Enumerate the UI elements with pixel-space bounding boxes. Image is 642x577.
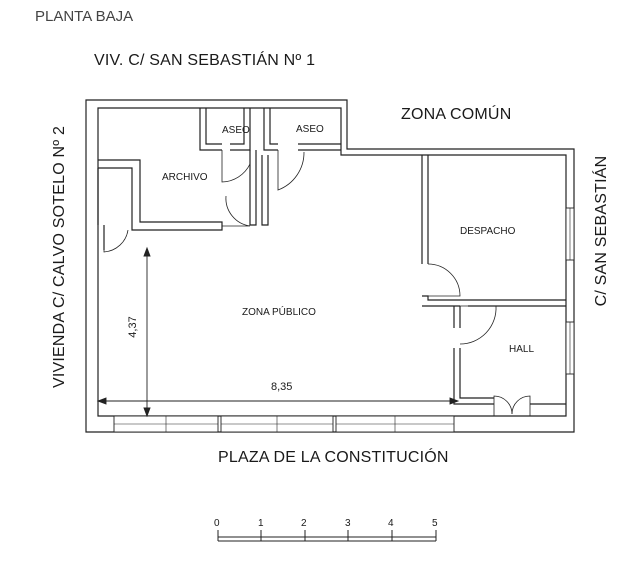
scale-tick-1: 1 [258, 518, 264, 529]
wall-center-post [249, 150, 257, 226]
scale-bar [217, 530, 437, 542]
door-swing-entrance-right [511, 395, 531, 416]
scale-tick-3: 3 [345, 518, 351, 529]
outer-wall-inner [97, 107, 567, 417]
scale-tick-5: 5 [432, 518, 438, 529]
wall-aseo-2-inner [269, 108, 341, 145]
room-label-despacho: DESPACHO [460, 226, 516, 237]
door-swing-entrance-left [493, 395, 513, 416]
wall-hall [453, 306, 494, 405]
scale-tick-2: 2 [301, 518, 307, 529]
dimension-width: 8,35 [271, 381, 293, 393]
outer-wall-outer [85, 99, 575, 433]
scale-tick-4: 4 [388, 518, 394, 529]
neighbor-label-top: VIV. C/ SAN SEBASTIÁN Nº 1 [94, 52, 316, 69]
scale-tick-0: 0 [214, 518, 220, 529]
wall-center-post-2 [261, 155, 269, 226]
sheet-title: PLANTA BAJA [35, 8, 134, 25]
wall-aseo-1-inner [205, 108, 245, 145]
door-swing-archivo [222, 195, 251, 227]
room-label-archivo: ARCHIVO [162, 172, 208, 183]
wall-aseo-2 [263, 108, 341, 151]
neighbor-label-zona-comun: ZONA COMÚN [401, 106, 512, 123]
wall-archivo [98, 159, 223, 231]
room-label-zona-publico: ZONA PÚBLICO [242, 307, 316, 318]
door-swing-left [103, 225, 129, 253]
room-label-aseo-2: ASEO [296, 124, 324, 135]
wall-left-closet [97, 168, 105, 250]
door-swing-despacho [427, 263, 461, 297]
neighbor-label-bottom: PLAZA DE LA CONSTITUCIÓN [218, 449, 449, 466]
door-swing-aseo-2 [277, 150, 305, 191]
room-label-aseo-1: ASEO [222, 125, 250, 136]
room-label-hall: HALL [509, 344, 535, 355]
wall-despacho [421, 155, 566, 307]
door-swing-aseo-1 [221, 150, 251, 183]
door-swing-hall [459, 305, 497, 345]
